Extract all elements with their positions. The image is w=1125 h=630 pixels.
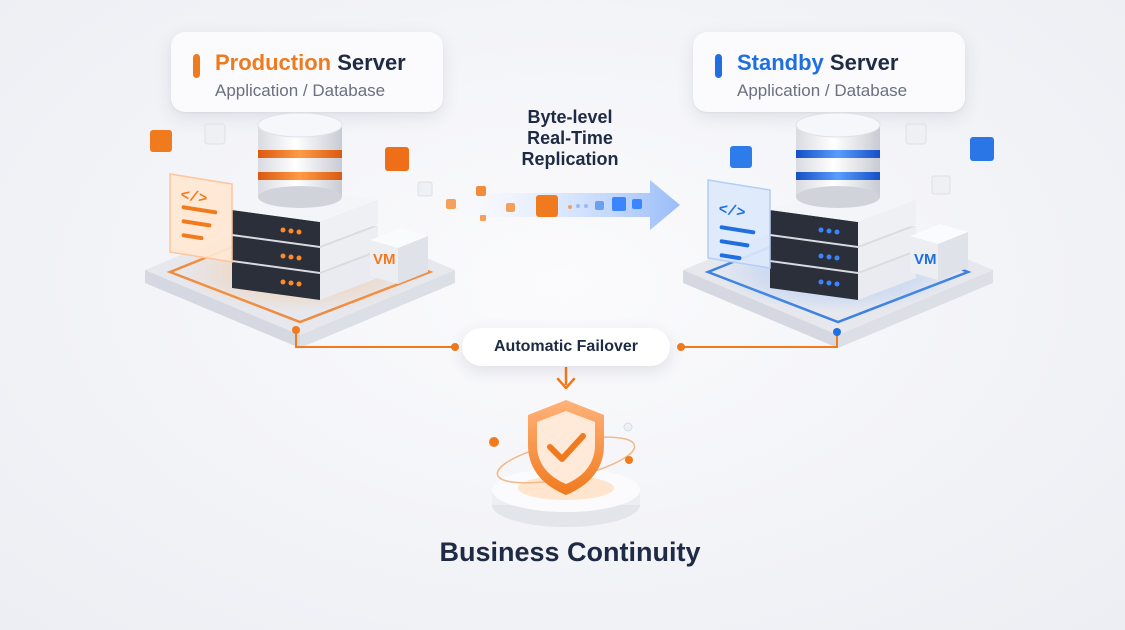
arrow-down-icon xyxy=(556,367,576,390)
replication-arrow xyxy=(440,180,680,230)
standby-vm-label: VM xyxy=(914,251,937,268)
failover-connectors xyxy=(292,326,841,351)
production-code-icon: </> xyxy=(179,187,208,208)
production-code-panel xyxy=(169,173,233,263)
standby-server-subtitle: Application / Database xyxy=(737,81,908,100)
standby-server-title: Standby Server xyxy=(737,50,898,76)
production-vm-icon xyxy=(370,228,428,284)
standby-title-accent: Standby xyxy=(737,50,824,75)
standby-database-icon xyxy=(795,112,881,208)
production-title-rest: Server xyxy=(337,50,406,75)
continuity-shield-illustration xyxy=(489,400,640,527)
production-title-accent: Production xyxy=(215,50,332,75)
replication-line-1: Byte-level xyxy=(527,107,613,127)
replication-line-3: Replication xyxy=(521,149,619,169)
standby-server-illustration xyxy=(683,112,994,348)
production-server-icon xyxy=(232,188,378,300)
replication-line-2: Real-Time xyxy=(527,128,613,148)
standby-code-panel xyxy=(707,179,771,269)
production-database-icon xyxy=(257,112,343,208)
production-server-title: Production Server xyxy=(215,50,406,76)
standby-title-rest: Server xyxy=(829,50,899,75)
production-accent-bar xyxy=(193,54,200,78)
shield-check-icon xyxy=(528,400,604,495)
production-server-illustration xyxy=(145,112,455,348)
standby-accent-bar xyxy=(715,54,722,78)
production-server-subtitle: Application / Database xyxy=(215,81,386,100)
standby-vm-icon xyxy=(910,224,968,280)
automatic-failover-badge: Automatic Failover xyxy=(462,328,670,366)
standby-code-icon: </> xyxy=(717,201,746,222)
business-continuity-title: Business Continuity xyxy=(439,537,701,567)
replication-label: Byte-level Real-Time Replication xyxy=(490,107,650,170)
standby-server-card: Standby Server Application / Database xyxy=(693,32,965,112)
production-server-card: Production Server Application / Database xyxy=(171,32,443,112)
production-vm-label: VM xyxy=(373,251,396,268)
